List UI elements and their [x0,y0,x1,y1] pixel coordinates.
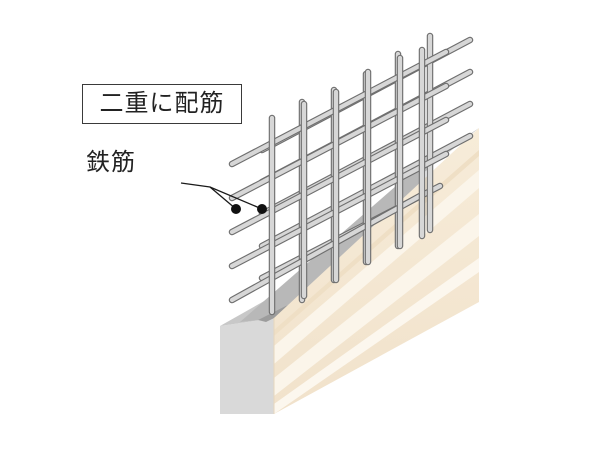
leader-line-branch [209,186,237,210]
rebar-leader [180,182,267,214]
rebar-label: 鉄筋 [86,148,136,176]
double-reinforcement-label: 二重に配筋 [82,84,242,124]
rebar-cage [228,32,474,316]
wall-end-face [220,318,274,414]
rebar-front-horizontal-5 [228,192,424,304]
leader-dot-inner-bar [257,204,267,214]
leader-dot-outer-bar [231,204,241,214]
